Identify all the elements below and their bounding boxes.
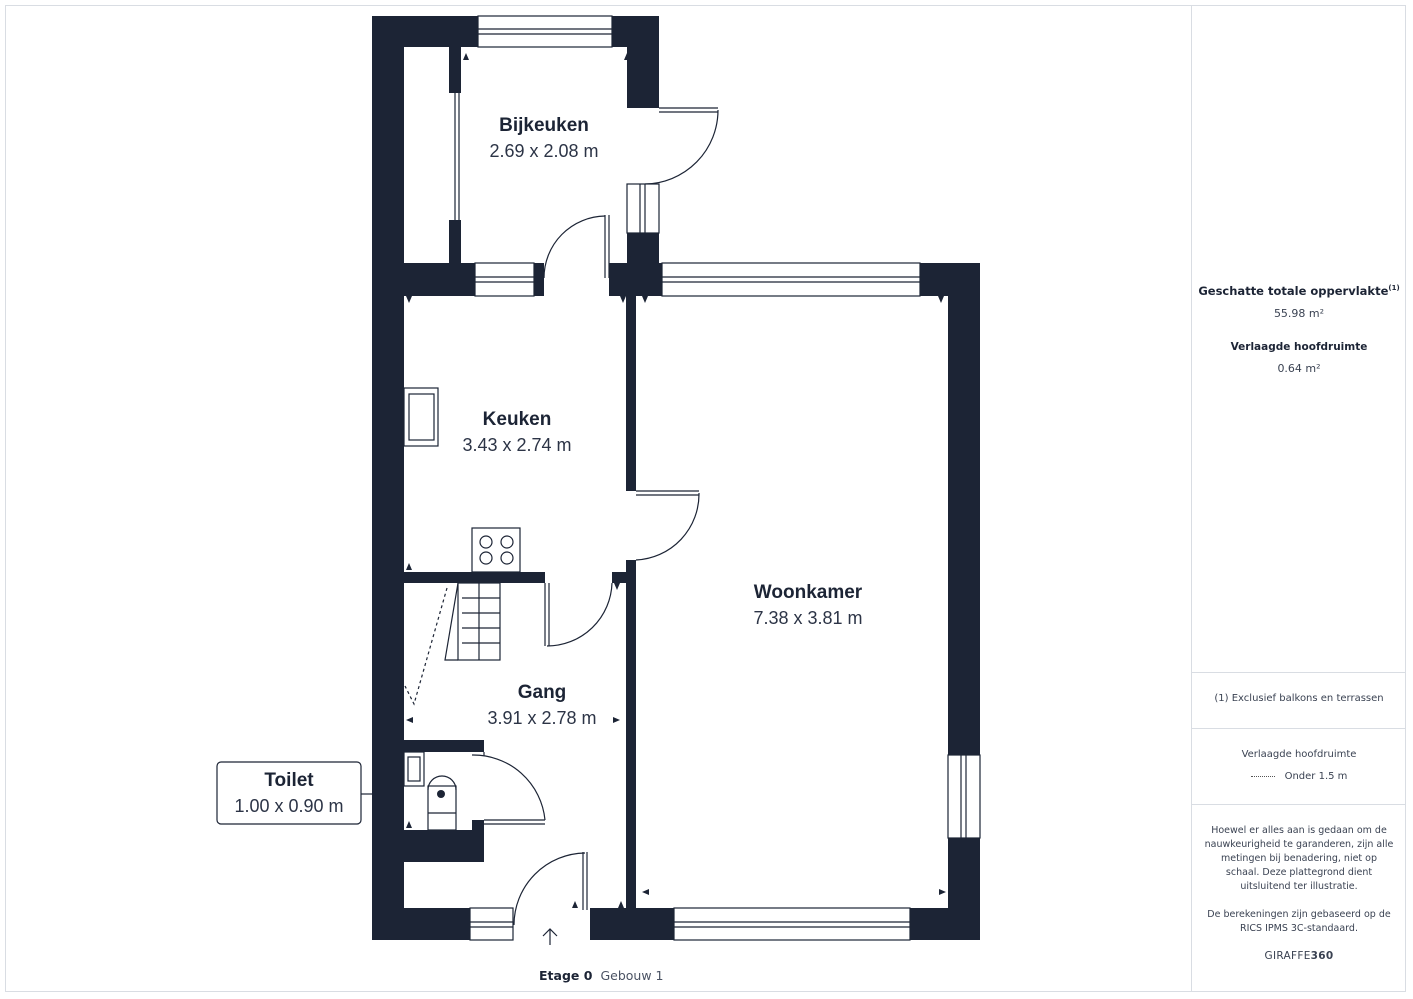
windows-doors xyxy=(361,15,981,945)
calculation-note: De berekeningen zijn gebaseerd op de RIC… xyxy=(1207,909,1391,934)
disclaimer-text: Hoewel er alles aan is gedaan om de nauw… xyxy=(1204,825,1394,892)
building-label: Gebouw 1 xyxy=(600,968,664,983)
divider xyxy=(1192,804,1406,805)
total-area-value: 55.98 m² xyxy=(1273,307,1325,320)
room-name-keuken: Keuken xyxy=(483,409,552,430)
note-exclusief: (1) Exclusief balkons en terrassen xyxy=(1214,693,1384,704)
room-dims-gang: 3.91 x 2.78 m xyxy=(487,708,596,728)
toilet-callout-box xyxy=(216,761,362,825)
total-area-label: Geschatte totale oppervlakte(1) xyxy=(1198,284,1400,298)
dotted-line-icon xyxy=(1250,775,1275,777)
room-name-toilet: Toilet xyxy=(264,770,314,791)
page-frame xyxy=(5,5,1406,992)
legend-title: Verlaagde hoofdruimte xyxy=(1241,749,1357,760)
giraffe360-logo: GIRAFFE360 xyxy=(1264,950,1334,962)
info-sidebar: Geschatte totale oppervlakte(1) 55.98 m²… xyxy=(1191,5,1406,992)
reduced-headroom-value: 0.64 m² xyxy=(1277,362,1321,375)
room-dims-woonkamer: 7.38 x 3.81 m xyxy=(753,608,862,628)
room-dims-keuken: 3.43 x 2.74 m xyxy=(462,435,571,455)
dimension-markers xyxy=(406,53,946,908)
room-dims-bijkeuken: 2.69 x 2.08 m xyxy=(489,141,598,161)
divider xyxy=(1192,728,1406,729)
divider xyxy=(1192,672,1406,673)
walls xyxy=(372,16,980,940)
room-name-gang: Gang xyxy=(518,682,567,703)
legend-item: Onder 1.5 m xyxy=(1192,771,1406,782)
floor-label: Etage 0 xyxy=(539,968,593,983)
room-name-bijkeuken: Bijkeuken xyxy=(499,115,589,136)
room-name-woonkamer: Woonkamer xyxy=(754,582,863,603)
reduced-headroom-label: Verlaagde hoofdruimte xyxy=(1230,341,1368,353)
room-dims-toilet: 1.00 x 0.90 m xyxy=(234,796,343,816)
floor-footer: Etage 0 Gebouw 1 xyxy=(539,968,663,983)
